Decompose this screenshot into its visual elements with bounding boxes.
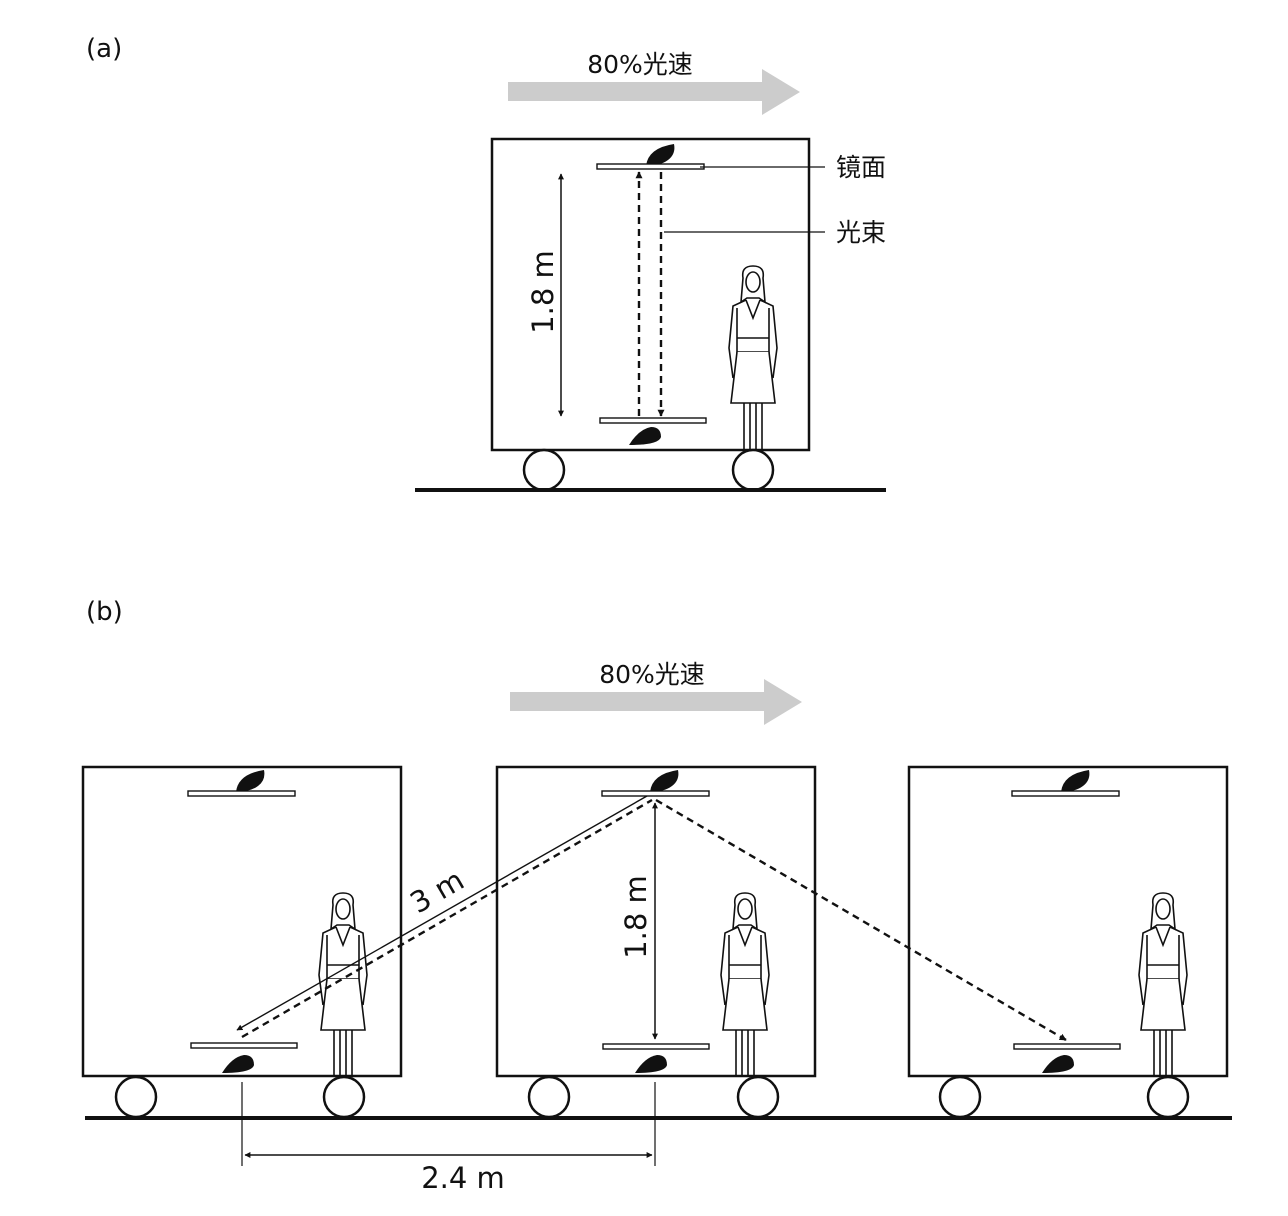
mirror-a-top [596, 163, 705, 170]
panel-b-label: (b) [86, 597, 123, 627]
wheel-a-right [731, 448, 775, 492]
speed-arrow-a [508, 69, 800, 115]
wheel-b3-left [938, 1075, 982, 1119]
wheel-b2-left [527, 1075, 571, 1119]
hypotenuse-dimension [236, 795, 648, 1031]
panel-a-label: (a) [86, 34, 122, 64]
mirror-a-bottom [599, 417, 707, 424]
hyp-label-b: 3 m [404, 863, 469, 920]
mirror-b1-top [187, 790, 296, 797]
wheel-b2-right [736, 1075, 780, 1119]
speed-arrow-b [510, 679, 802, 725]
wheel-b1-left [114, 1075, 158, 1119]
mirror-label: 镜面 [836, 153, 886, 182]
speed-label-b: 80%光速 [599, 660, 705, 689]
wheel-b3-right [1146, 1075, 1190, 1119]
beam-label: 光束 [836, 218, 886, 247]
wheel-a-left [522, 448, 566, 492]
height-label-a: 1.8 m [526, 250, 560, 334]
wheel-b1-right [322, 1075, 366, 1119]
beam-path-b-up [241, 798, 653, 1039]
mirror-b3-top [1011, 790, 1120, 797]
mirror-b2-top [601, 790, 710, 797]
speed-label-a: 80%光速 [587, 50, 693, 79]
dist-label-b: 2.4 m [421, 1161, 505, 1195]
mirror-b1-bottom [190, 1042, 298, 1049]
height-label-b: 1.8 m [619, 875, 653, 959]
mirror-b2-bottom [602, 1043, 710, 1050]
mirror-b3-bottom [1013, 1043, 1121, 1050]
